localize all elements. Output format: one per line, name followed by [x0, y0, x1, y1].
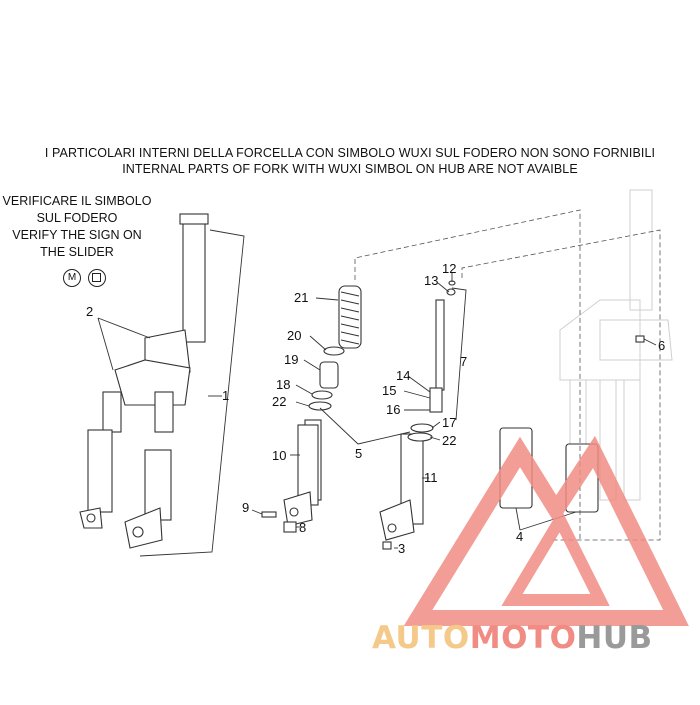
watermark-auto: AUTO — [372, 620, 470, 656]
bolt-3 — [382, 541, 392, 550]
callout-numbers: 1 2 3 4 5 6 7 8 9 10 11 12 13 14 15 16 1… — [86, 261, 665, 556]
callout-21: 21 — [294, 290, 308, 305]
assembly-dashed-lines — [354, 209, 661, 541]
note-line-4: THE SLIDER — [40, 245, 114, 259]
callout-14: 14 — [396, 368, 410, 383]
callout-22-left: 22 — [272, 394, 286, 409]
callout-17: 17 — [442, 415, 456, 430]
washer-18 — [311, 390, 333, 400]
callout-6: 6 — [658, 338, 665, 353]
watermark-logo — [403, 435, 689, 626]
callout-11: 11 — [424, 470, 438, 485]
washer-20 — [323, 346, 345, 356]
callout-20: 20 — [287, 328, 301, 343]
callout-12: 12 — [442, 261, 456, 276]
callout-16: 16 — [386, 402, 400, 417]
callout-19: 19 — [284, 352, 298, 367]
watermark-hub: HUB — [576, 620, 652, 656]
bolt-6 — [635, 335, 645, 343]
callout-22-right: 22 — [442, 433, 456, 448]
washer-17 — [410, 423, 434, 433]
callout-4: 4 — [516, 529, 523, 544]
seal-22-left — [308, 401, 332, 411]
fork-assembly — [79, 213, 209, 549]
header-italian: I PARTICOLARI INTERNI DELLA FORCELLA CON… — [44, 146, 656, 160]
callout-1: 1 — [222, 388, 229, 403]
note-line-2: SUL FODERO — [36, 211, 118, 225]
spring-19 — [319, 361, 339, 389]
header-english: INTERNAL PARTS OF FORK WITH WUXI SIMBOL … — [122, 162, 578, 176]
fork-leg-right — [379, 433, 424, 541]
slider-note: VERIFICARE IL SIMBOLO SUL FODERO VERIFY … — [2, 193, 152, 261]
watermark-moto: MOTO — [470, 620, 577, 656]
watermark-text: AUTOMOTOHUB — [372, 620, 653, 656]
callout-2: 2 — [86, 304, 93, 319]
note-line-1: VERIFICARE IL SIMBOLO — [2, 194, 152, 208]
symbol-m-icon: M — [63, 269, 81, 287]
bolt-8 — [283, 521, 297, 533]
screw-9 — [261, 511, 277, 518]
symbol-square-icon — [88, 269, 106, 287]
callout-13: 13 — [424, 273, 438, 288]
seal-22-right — [407, 432, 433, 442]
callout-3: 3 — [398, 541, 405, 556]
bracket-lines — [139, 229, 467, 557]
callout-7: 7 — [460, 354, 467, 369]
note-line-3: VERIFY THE SIGN ON — [12, 228, 142, 242]
callout-10: 10 — [272, 448, 286, 463]
damper-rod-7 — [429, 280, 456, 413]
callout-8: 8 — [299, 520, 306, 535]
spring-21 — [338, 285, 362, 349]
callout-5: 5 — [355, 446, 362, 461]
callout-9: 9 — [242, 500, 249, 515]
leader-lines — [97, 272, 657, 549]
callout-15: 15 — [382, 383, 396, 398]
callout-18: 18 — [276, 377, 290, 392]
fork-leg-left — [283, 419, 322, 527]
